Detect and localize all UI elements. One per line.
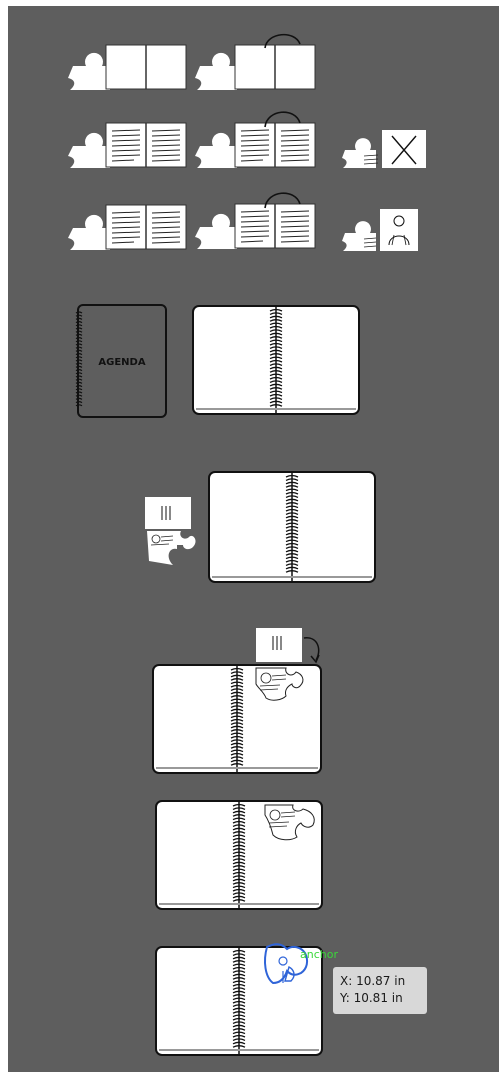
anchor-label: anchor — [300, 948, 338, 961]
agenda-notebook: AGENDA — [74, 303, 170, 420]
open-notebook-1 — [192, 305, 360, 417]
puzzle-piece-icon — [195, 133, 237, 168]
tally-card-icon — [145, 497, 191, 529]
puzzle-on-notebook-3 — [252, 666, 312, 710]
agenda-label: AGENDA — [98, 357, 145, 368]
puzzle-person-card — [342, 205, 422, 253]
tally-card-icon — [256, 628, 302, 662]
anchor-label-svg: anchor — [300, 946, 360, 962]
tally-puzzle-group — [143, 495, 199, 575]
tally-card-with-arrow — [254, 626, 326, 670]
tooltip-x: X: 10.87 in — [340, 974, 405, 988]
puzzle-piece-icon — [195, 53, 237, 90]
puzzle-book-blank-1 — [68, 42, 193, 92]
puzzle-piece-icon — [195, 214, 237, 249]
coordinate-tooltip: X: 10.87 in Y: 10.81 in — [333, 967, 427, 1014]
tooltip-y: Y: 10.81 in — [340, 991, 403, 1005]
puzzle-piece-icon — [265, 805, 314, 840]
puzzle-book-lined-3 — [68, 202, 193, 252]
puzzle-on-notebook-4 — [261, 803, 323, 843]
open-notebook-2 — [208, 471, 376, 585]
person-card-icon — [380, 209, 418, 251]
puzzle-book-lined-2 — [195, 109, 325, 171]
puzzle-x-card — [342, 124, 432, 170]
puzzle-book-lined-4 — [195, 190, 325, 252]
puzzle-book-blank-2 — [195, 34, 325, 92]
puzzle-piece-icon — [68, 215, 110, 250]
puzzle-book-lined-1 — [68, 120, 193, 170]
puzzle-piece-icon — [256, 668, 303, 700]
puzzle-piece-icon — [68, 133, 110, 168]
puzzle-piece-icon — [68, 53, 110, 90]
